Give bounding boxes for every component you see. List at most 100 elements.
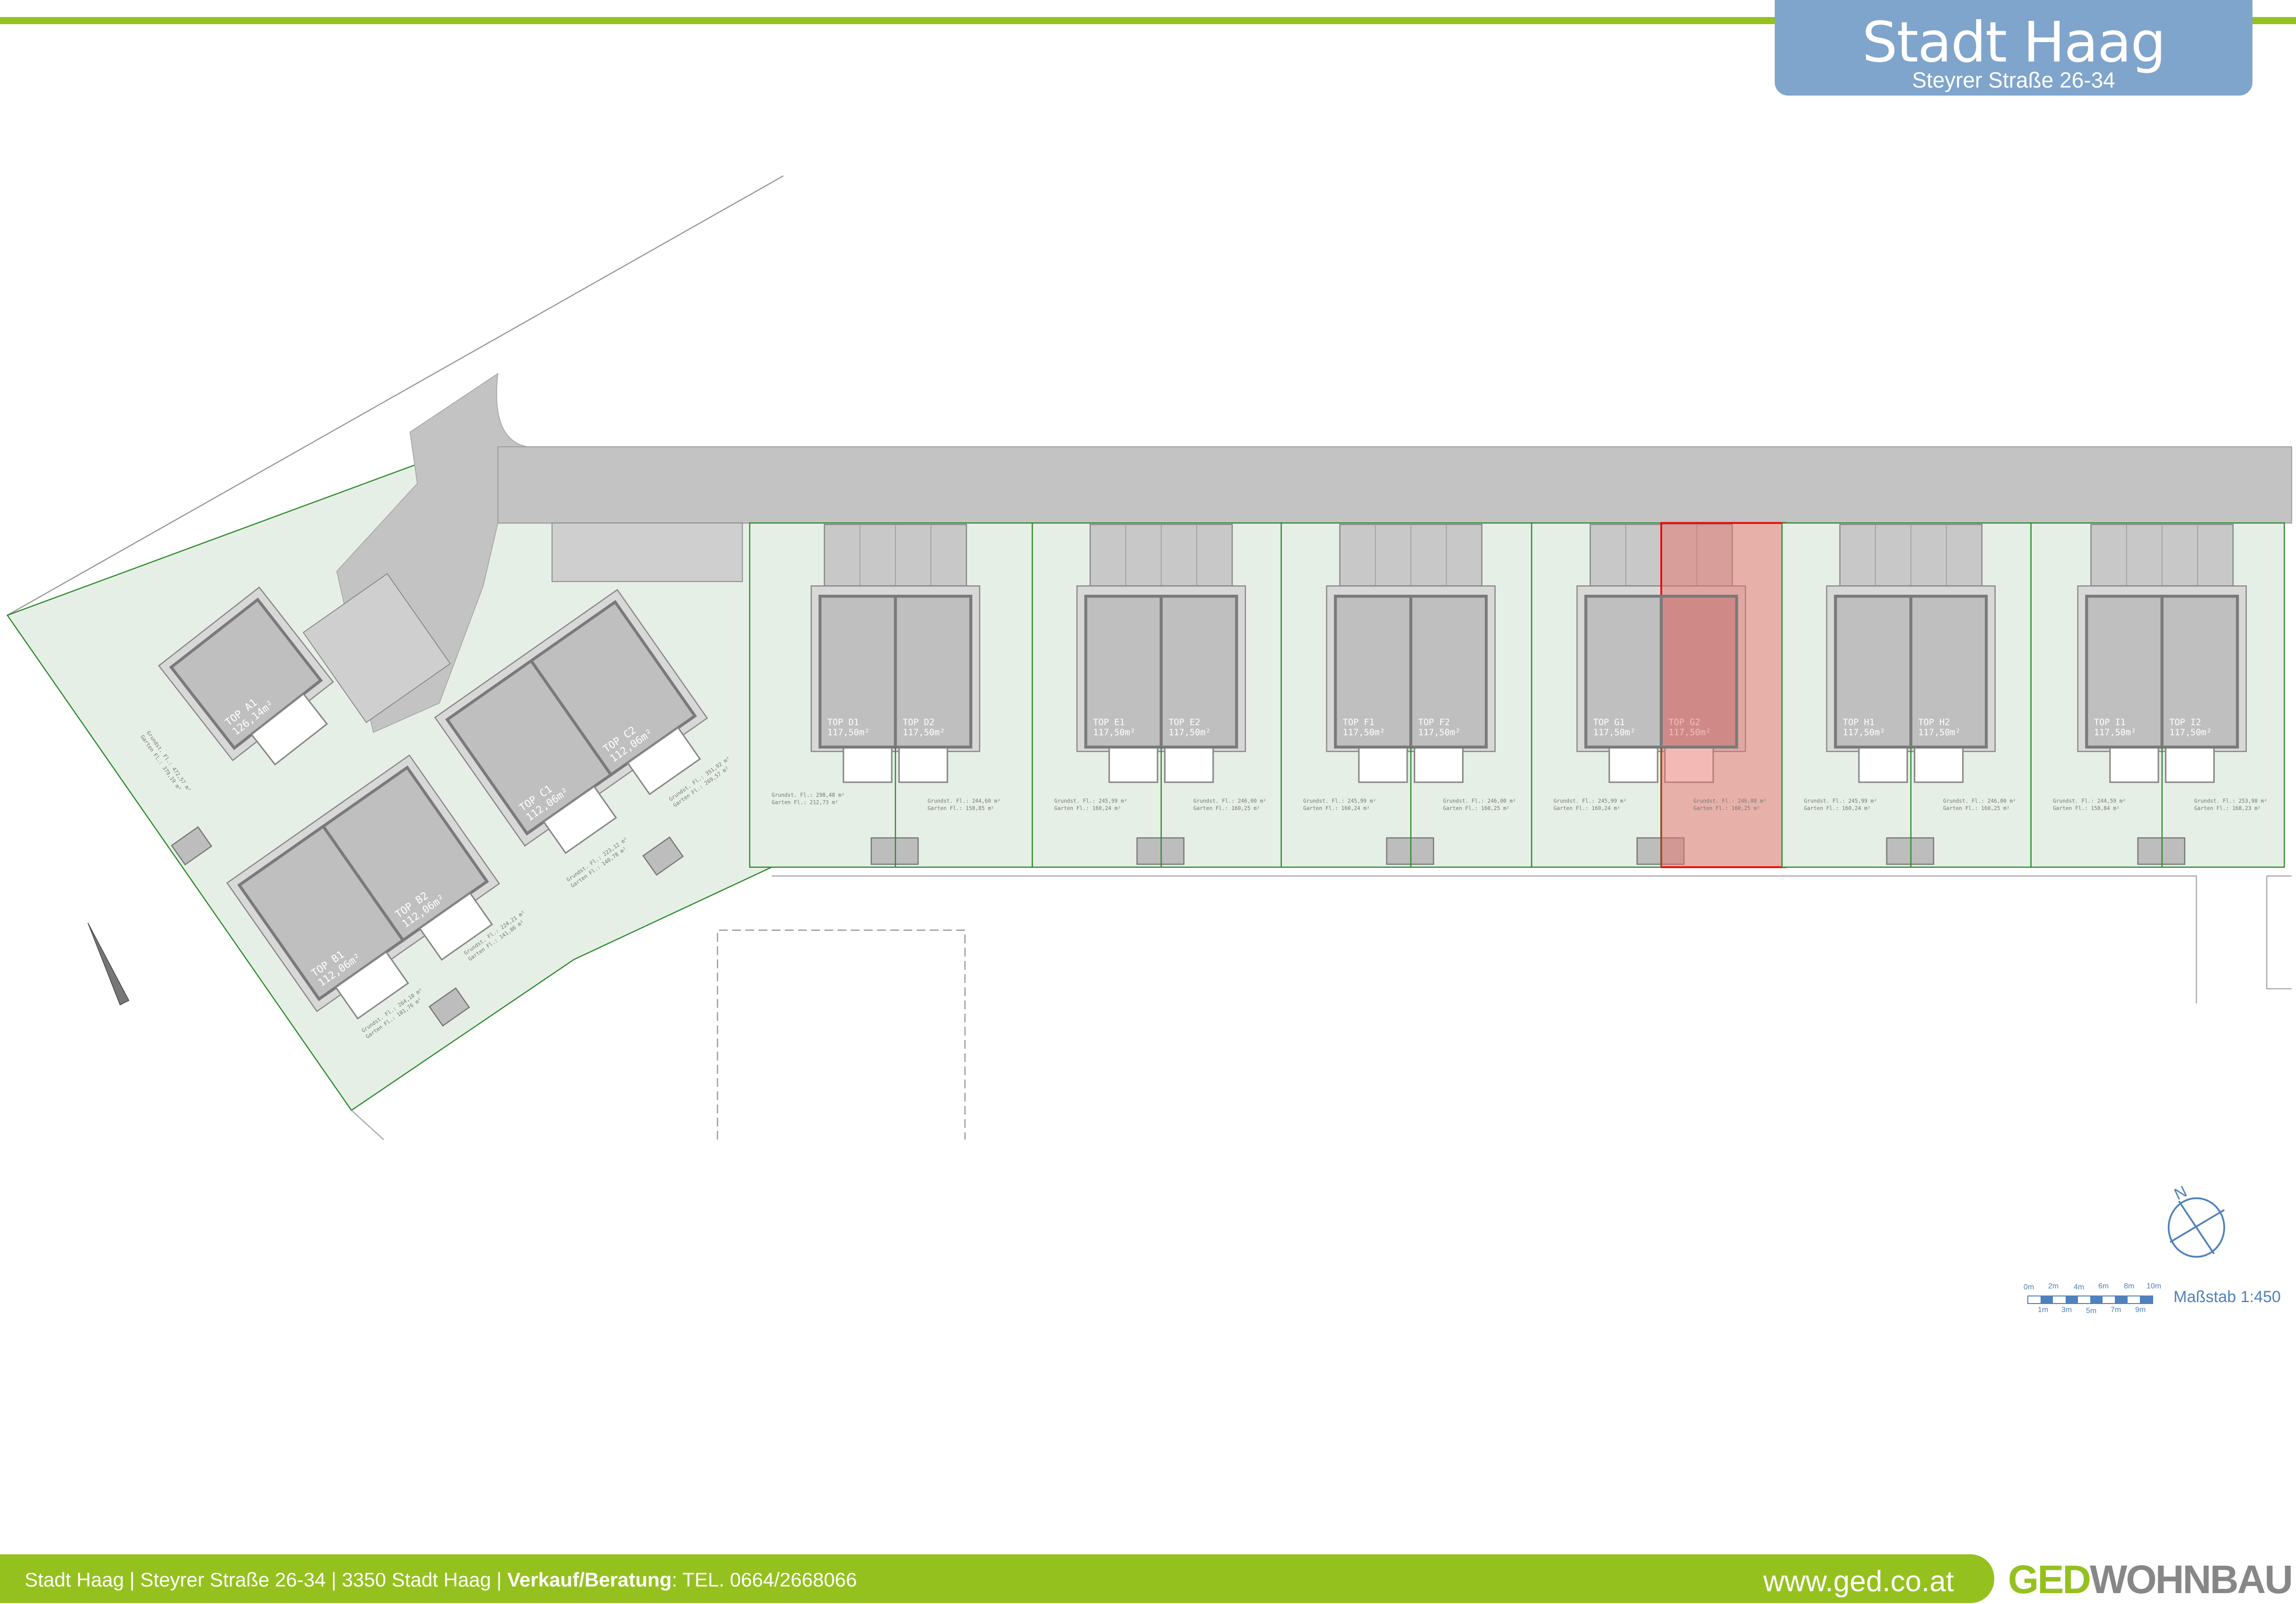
building-unit — [1834, 594, 1912, 749]
garden-shed — [870, 837, 919, 865]
project-address: Steyrer Straße 26-34 — [1912, 68, 2115, 92]
scale-label: 7m — [2111, 1306, 2121, 1314]
garden-area-text: Garten Fl.: 160,24 m² — [1303, 805, 1370, 811]
scale-label: 9m — [2135, 1306, 2146, 1314]
footer-address: Stadt Haag | Steyrer Straße 26-34 | 3350… — [25, 1569, 857, 1591]
scale-label: 10m — [2147, 1282, 2162, 1290]
scale-label: 1m — [2038, 1306, 2049, 1314]
plot-area-text: Grundst. Fl.: 298,48 m² — [771, 792, 844, 798]
plot-area-text: Grundst. Fl.: 253,98 m² — [2194, 798, 2267, 804]
footer-bar: Stadt Haag | Steyrer Straße 26-34 | 3350… — [0, 1554, 1994, 1603]
garden-area-text: Garten Fl.: 160,25 m² — [1443, 805, 1510, 811]
unit-label: TOP I1 — [2094, 717, 2126, 727]
terrace — [1413, 746, 1464, 783]
scale-title: Maßstab 1:450 — [2173, 1288, 2281, 1306]
garden-area-text: Garten Fl.: 168,23 m² — [2194, 805, 2261, 811]
unit-label: TOP E2 — [1168, 717, 1200, 727]
garden-shed — [428, 987, 470, 1027]
unit-label: TOP F2 — [1418, 717, 1450, 727]
building-unit — [1334, 594, 1412, 749]
terrace — [419, 892, 493, 961]
unit-area: 117,50m² — [2169, 728, 2211, 738]
terrace — [1164, 746, 1214, 783]
terrace — [1858, 746, 1908, 783]
building-unit — [1909, 594, 1988, 749]
building-unit — [894, 594, 973, 749]
unit-label: TOP F1 — [1343, 717, 1375, 727]
scale-legend: 0m 2m 4m 6m 8m 10m 1m 3m 5m 7m 9m Maßsta… — [2010, 1278, 2294, 1325]
garden-shed — [1886, 837, 1935, 865]
phone-text: : TEL. 0664/2668066 — [672, 1569, 857, 1591]
parking-west — [552, 522, 743, 582]
sales-label: Verkauf/Beratung — [507, 1569, 672, 1591]
garden-shed — [1386, 837, 1434, 865]
plot-area-text: Grundst. Fl.: 246,00 m² — [1943, 798, 2016, 804]
logo-wohnbau: WOHNBAU — [2090, 1557, 2293, 1602]
unit-label: TOP G1 — [1593, 717, 1625, 727]
garden-shed — [1136, 837, 1185, 865]
unit-area: 117,50m² — [1669, 728, 1711, 738]
garden-area-text: Garten Fl.: 160,25 m² — [1943, 805, 2010, 811]
parking-diag — [302, 573, 451, 723]
scale-label: 5m — [2086, 1307, 2097, 1315]
garden-area-text: Garten Fl.: 160,24 m² — [1553, 805, 1620, 811]
plot-area-text: Grundst. Fl.: 245,99 m² — [1804, 798, 1877, 804]
ged-wohnbau-logo: GEDWOHNBAU — [2008, 1557, 2293, 1603]
terrace — [543, 785, 617, 854]
terrace — [898, 746, 948, 783]
unit-area: 117,50m² — [1168, 728, 1210, 738]
garden-area-text: Garten Fl.: 160,24 m² — [1054, 805, 1121, 811]
unit-area: 117,50m² — [827, 728, 869, 738]
north-arrow-marker — [88, 923, 130, 1005]
unit-label: TOP H1 — [1843, 717, 1875, 727]
terrace — [334, 951, 409, 1020]
building-unit — [1584, 594, 1663, 749]
plot-area-text: Grundst. Fl.: 245,99 m² — [1054, 798, 1127, 804]
website-link[interactable]: www.ged.co.at — [1763, 1565, 1954, 1598]
unit-label: TOP D2 — [903, 717, 934, 727]
terrace — [250, 693, 328, 766]
garden-area-text: Garten Fl.: 160,24 m² — [1804, 805, 1871, 811]
plot-area-text: Grundst. Fl.: 246,00 m² — [1193, 798, 1266, 804]
boundary-line — [7, 175, 784, 616]
title-box: Stadt Haag Steyrer Straße 26-34 — [1775, 0, 2252, 96]
garden-area-text: Garten Fl.: 160,25 m² — [1193, 805, 1260, 811]
scale-label: 4m — [2074, 1283, 2085, 1291]
unit-area: 117,50m² — [2094, 728, 2136, 738]
unit-area: 117,50m² — [1418, 728, 1460, 738]
building-unit — [2085, 594, 2164, 749]
terrace — [2109, 746, 2159, 783]
compass-icon — [2167, 1197, 2226, 1258]
garden-area-text: Garten Fl.: 212,73 m² — [771, 800, 838, 806]
building-unit — [1659, 594, 1738, 749]
scale-label: 8m — [2124, 1282, 2135, 1290]
project-title: Stadt Haag — [1862, 9, 2166, 75]
plot-area-text: Grundst. Fl.: 245,99 m² — [1553, 798, 1626, 804]
terrace — [1358, 746, 1408, 783]
south-boundary — [351, 875, 2292, 1140]
scale-label: 3m — [2061, 1306, 2072, 1314]
garden-area-text: Garten Fl.: 158,84 m² — [2053, 805, 2120, 811]
plot-area-text: Grundst. Fl.: 244,59 m² — [2053, 798, 2126, 804]
unit-area: 117,50m² — [1843, 728, 1885, 738]
garden-shed — [642, 836, 684, 876]
top-accent-line — [0, 17, 2296, 24]
terrace — [842, 746, 893, 783]
plot-area-text: Grundst. Fl.: 245,99 m² — [1303, 798, 1376, 804]
building-unit — [1084, 594, 1163, 749]
scale-bar — [2027, 1296, 2153, 1304]
plot-area-text: Grundst. Fl.: 246,00 m² — [1693, 798, 1766, 804]
terrace — [626, 726, 701, 795]
building-unit — [1159, 594, 1238, 749]
building-unit — [2160, 594, 2239, 749]
plot-area-text: Grundst. Fl.: 244,60 m² — [928, 798, 1000, 804]
unit-area: 117,50m² — [1093, 728, 1135, 738]
terrace — [2165, 746, 2215, 783]
unit-label: TOP D1 — [827, 717, 859, 727]
